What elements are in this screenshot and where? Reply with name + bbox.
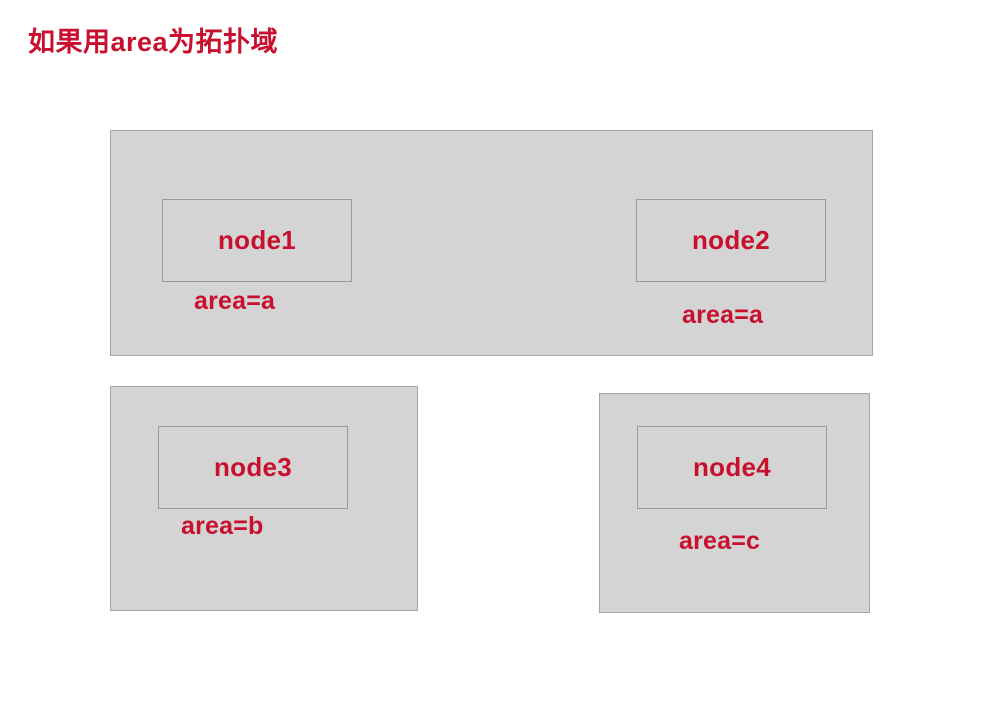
node-box-node4: node4 (637, 426, 827, 509)
area-label-node1: area=a (194, 287, 276, 315)
node-label: node4 (692, 452, 772, 482)
node-label: node1 (217, 225, 297, 255)
node-label: node2 (691, 225, 771, 255)
node-label: node3 (213, 452, 293, 482)
node-box-node1: node1 (162, 199, 352, 282)
page-title: 如果用area为拓扑域 (28, 27, 279, 57)
area-label-node4: area=c (679, 527, 761, 555)
node-box-node2: node2 (636, 199, 826, 282)
area-label-node3: area=b (181, 512, 264, 540)
node-box-node3: node3 (158, 426, 348, 509)
area-label-node2: area=a (682, 301, 764, 329)
